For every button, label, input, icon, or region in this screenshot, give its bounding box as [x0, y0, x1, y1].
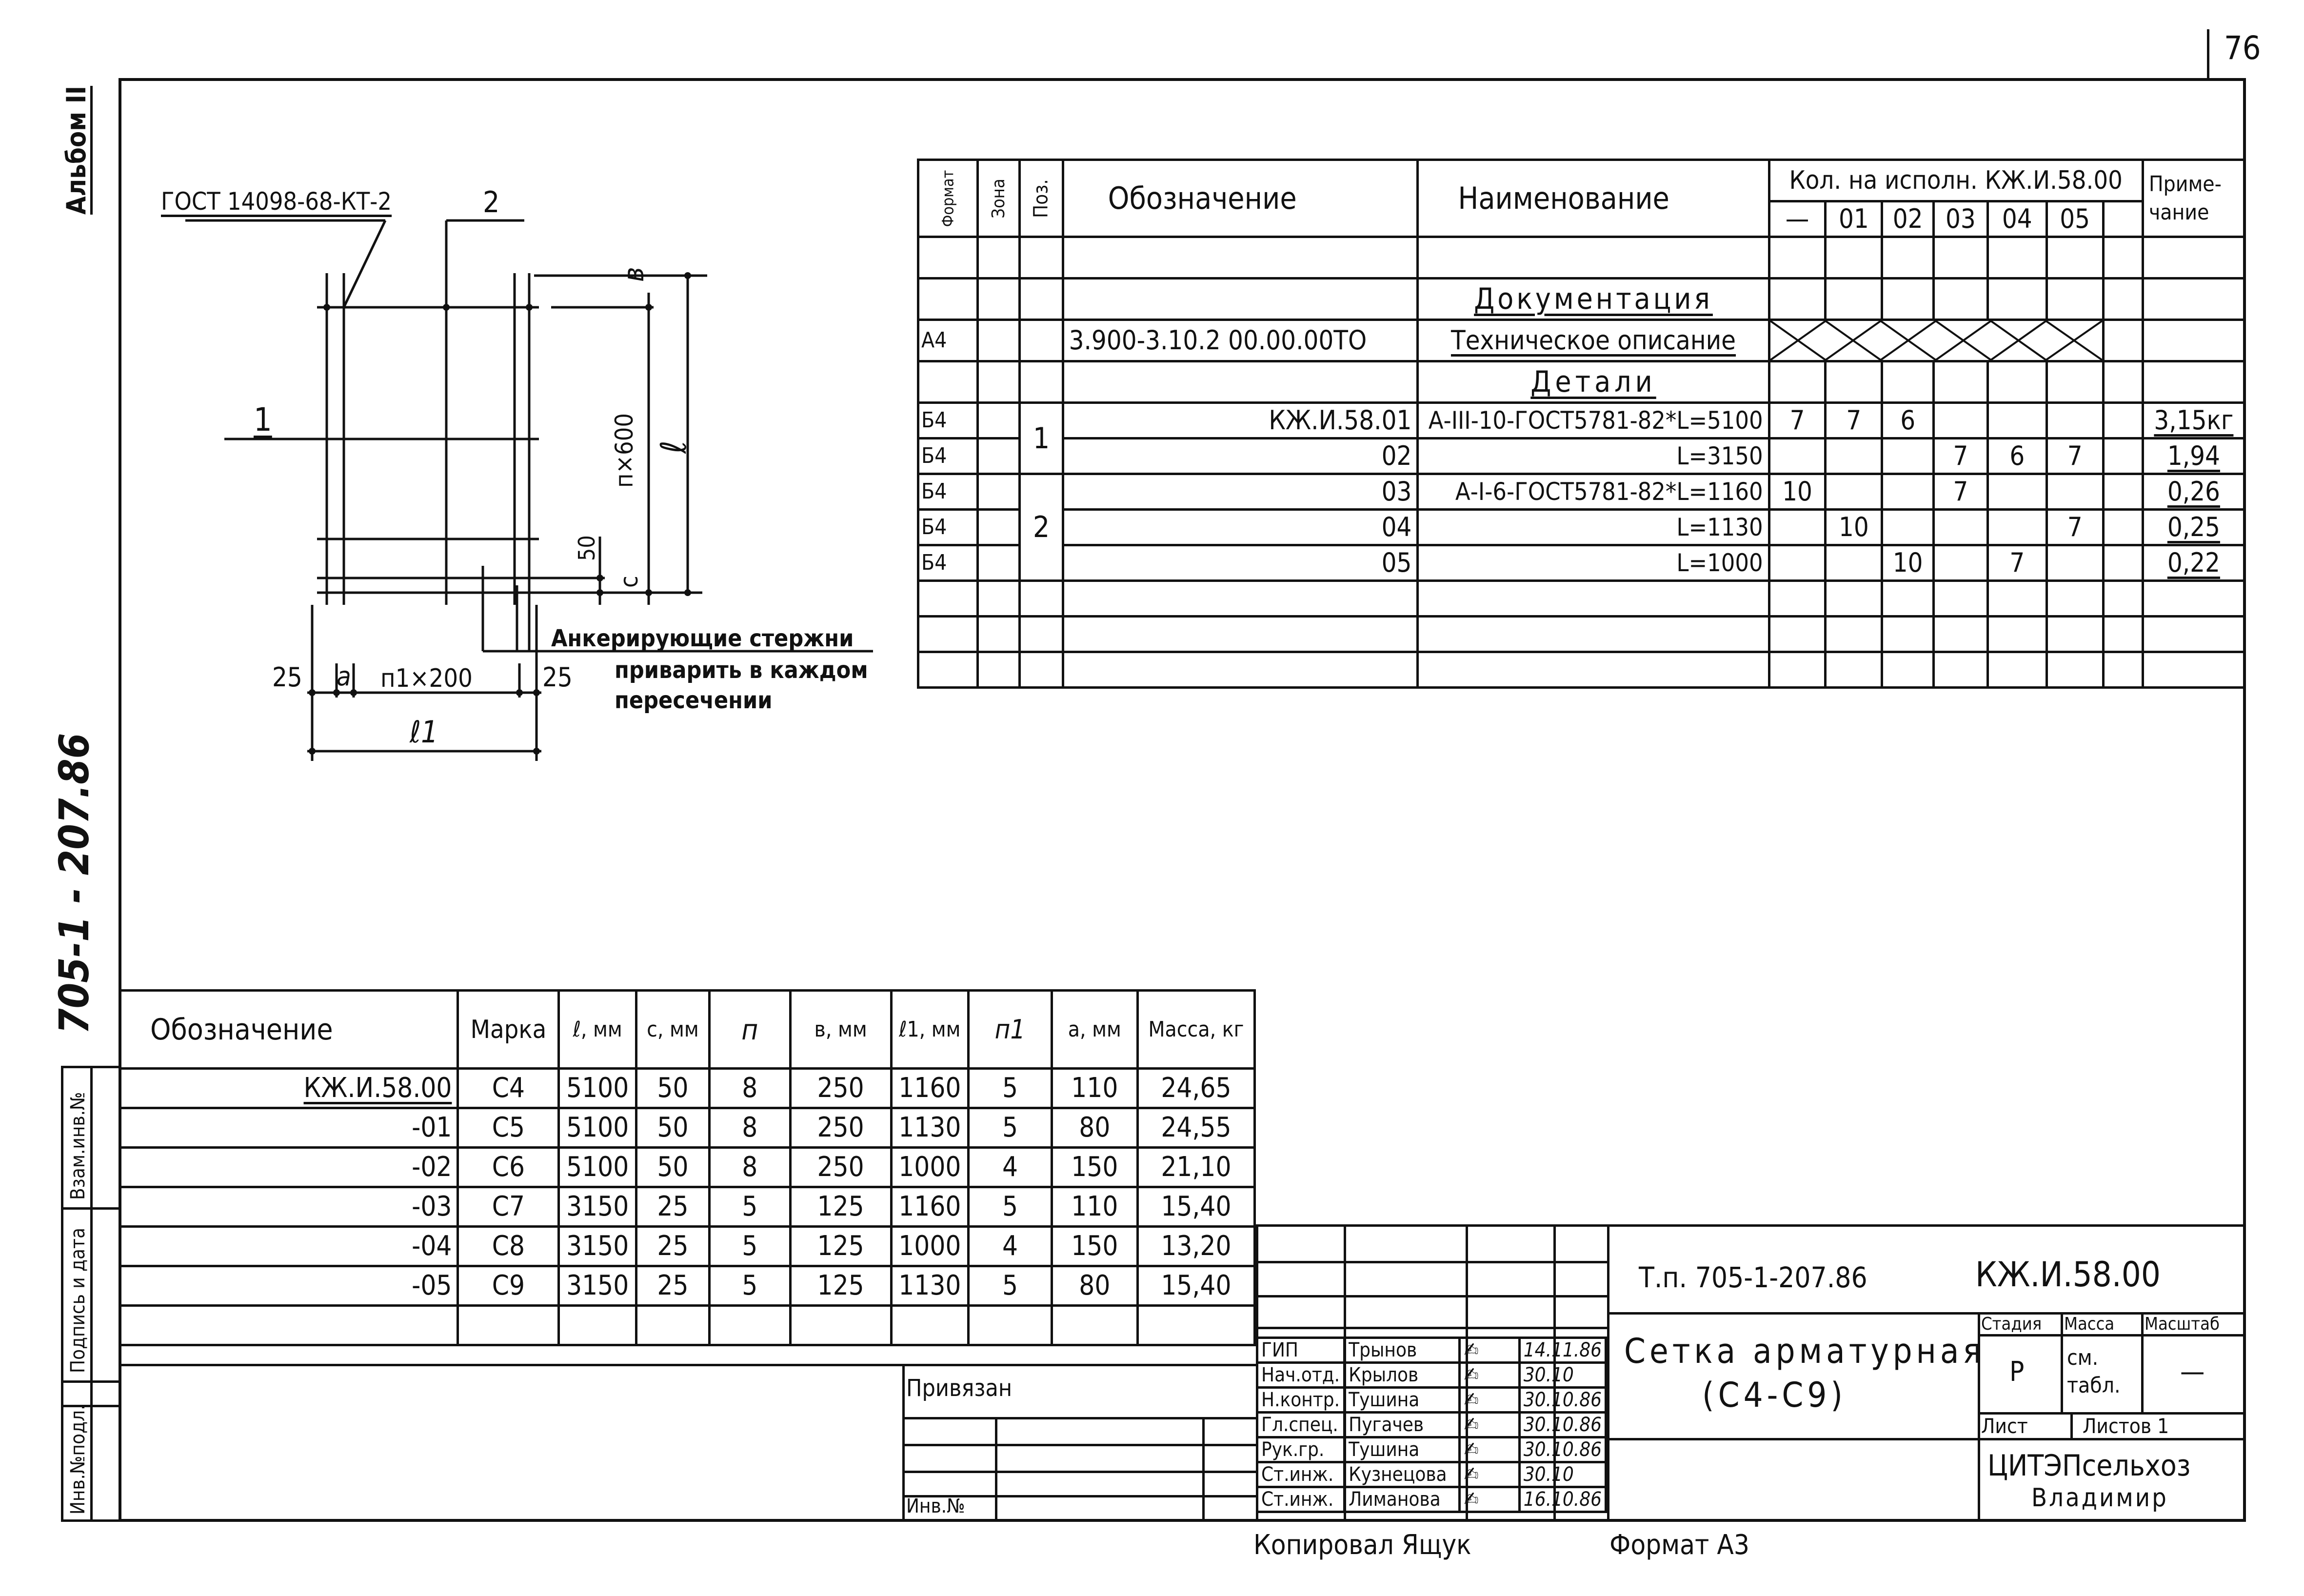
album-label: Альбом II: [61, 86, 92, 215]
drawing-frame: [119, 78, 2246, 1522]
stage-label: Стадия: [1981, 1314, 2042, 1334]
scale-value: —: [2180, 1356, 2205, 1388]
staff-row: Нач.отд.Крылов✍30.10: [1255, 1361, 1608, 1389]
anchor-note-1: Анкерирующие стержни: [551, 625, 854, 652]
exec-col: —: [1768, 200, 1827, 238]
staff-row: Н.контр.Тушина✍30.10.86: [1255, 1386, 1608, 1414]
sheet-label: Лист: [1981, 1414, 2028, 1438]
side-code: 705-1 - 207.86: [50, 733, 98, 1034]
dim-c: с: [615, 576, 643, 588]
hdr-qty: Кол. на исполн. КЖ.И.58.00: [1768, 159, 2144, 202]
page-number: 76: [2224, 29, 2261, 67]
param-header-row: Обозначение Марка ℓ, мм с, мм п в, мм ℓ1…: [118, 989, 1256, 1070]
staff-row: Ст.инж.Кузнецова✍30.10: [1255, 1461, 1608, 1488]
org-city: Владимир: [2031, 1483, 2168, 1513]
anchor-note-3: пересечении: [615, 687, 773, 714]
dim-25-left: 25: [272, 662, 302, 693]
mass-label: Масса: [2064, 1314, 2115, 1334]
scale-label: Масштаб: [2145, 1314, 2220, 1334]
signature: ✍: [1458, 1486, 1521, 1513]
sheets-count: Листов 1: [2083, 1414, 2169, 1438]
dim-a: а: [337, 661, 351, 692]
doc-name: Техническое описание: [1450, 325, 1736, 356]
exec-col: 03: [1932, 200, 1989, 238]
section-parts: Детали: [1530, 365, 1656, 399]
crossed-cells: [1770, 321, 2102, 360]
staff-row: Ст.инж.Лиманова✍16.10.86: [1255, 1486, 1608, 1513]
sketch-pos-2: 2: [483, 185, 500, 219]
exec-col: [2102, 200, 2144, 238]
org-name: ЦИТЭПсельхоз: [1987, 1449, 2191, 1483]
signature: ✍: [1458, 1461, 1521, 1488]
signature: ✍: [1458, 1361, 1521, 1389]
weld-gost-label: ГОСТ 14098-68-КТ-2: [161, 187, 392, 216]
sketch-pos-1: 1: [254, 401, 272, 439]
drawing-title-marks: (С4-С9): [1702, 1375, 1847, 1415]
mesh-sketch: [185, 219, 873, 761]
hdr-designation: Обозначение: [1061, 159, 1419, 238]
stage-value: Р: [2009, 1356, 2025, 1388]
spec-row: Б4 1 КЖ.И.58.01 А-III-10-ГОСТ5781-82*L=5…: [917, 401, 2246, 475]
param-table: Обозначение Марка ℓ, мм с, мм п в, мм ℓ1…: [118, 989, 1256, 1346]
spec-table: Формат Зона Поз. Обозначение Наименовани…: [917, 159, 2246, 689]
hdr-pos: Поз.: [1030, 179, 1053, 218]
strip-vzam-inv: Взам.инв.№: [67, 1092, 89, 1200]
exec-col: 05: [2045, 200, 2105, 238]
hdr-zone: Зона: [988, 178, 1009, 219]
dim-l: ℓ: [653, 440, 694, 454]
signature: ✍: [1458, 1436, 1521, 1463]
doc-designation: 3.900-3.10.2 00.00.00ТО: [1061, 319, 1419, 362]
dim-n1-200: п1×200: [380, 664, 473, 693]
signature: ✍: [1458, 1411, 1521, 1438]
doc-format: А4: [917, 319, 979, 362]
section-docs: Документация: [1474, 282, 1713, 316]
hdr-name: Наименование: [1416, 159, 1770, 238]
drawing-title: Сетка арматурная: [1624, 1331, 1986, 1371]
dim-n600: п×600: [610, 413, 638, 488]
strip-inv-podl: Инв.№подл.: [67, 1404, 89, 1515]
inv-no-label: Инв.№: [906, 1495, 965, 1517]
strip-podpis-data: Подпись и дата: [67, 1227, 89, 1373]
exec-col: 01: [1824, 200, 1884, 238]
hdr-note: Приме-чание: [2141, 159, 2246, 238]
binding-block: [902, 1364, 1256, 1522]
drawing-code: КЖ.И.58.00: [1975, 1255, 2161, 1295]
copied-by: Копировал Ящук: [1253, 1529, 1471, 1561]
dim-b: в: [617, 267, 650, 282]
signature: ✍: [1458, 1386, 1521, 1414]
anchor-note-2: приварить в каждом: [615, 657, 868, 684]
binding-label: Привязан: [906, 1375, 1013, 1402]
dim-50: 50: [574, 535, 600, 561]
sheet-format: Формат А3: [1609, 1529, 1749, 1561]
signature: ✍: [1458, 1337, 1521, 1364]
exec-col: 02: [1881, 200, 1935, 238]
hdr-format: Формат: [938, 170, 957, 227]
project-number: Т.п. 705-1-207.86: [1639, 1261, 1867, 1294]
staff-row: Гл.спец.Пугачев✍30.10.86: [1255, 1411, 1608, 1438]
staff-row: Рук.гр.Тушина✍30.10.86: [1255, 1436, 1608, 1463]
mass-value: см. табл.: [2067, 1345, 2121, 1398]
exec-col: 04: [1986, 200, 2048, 238]
dim-25-right: 25: [542, 662, 573, 693]
dim-l1: ℓ1: [410, 714, 438, 750]
